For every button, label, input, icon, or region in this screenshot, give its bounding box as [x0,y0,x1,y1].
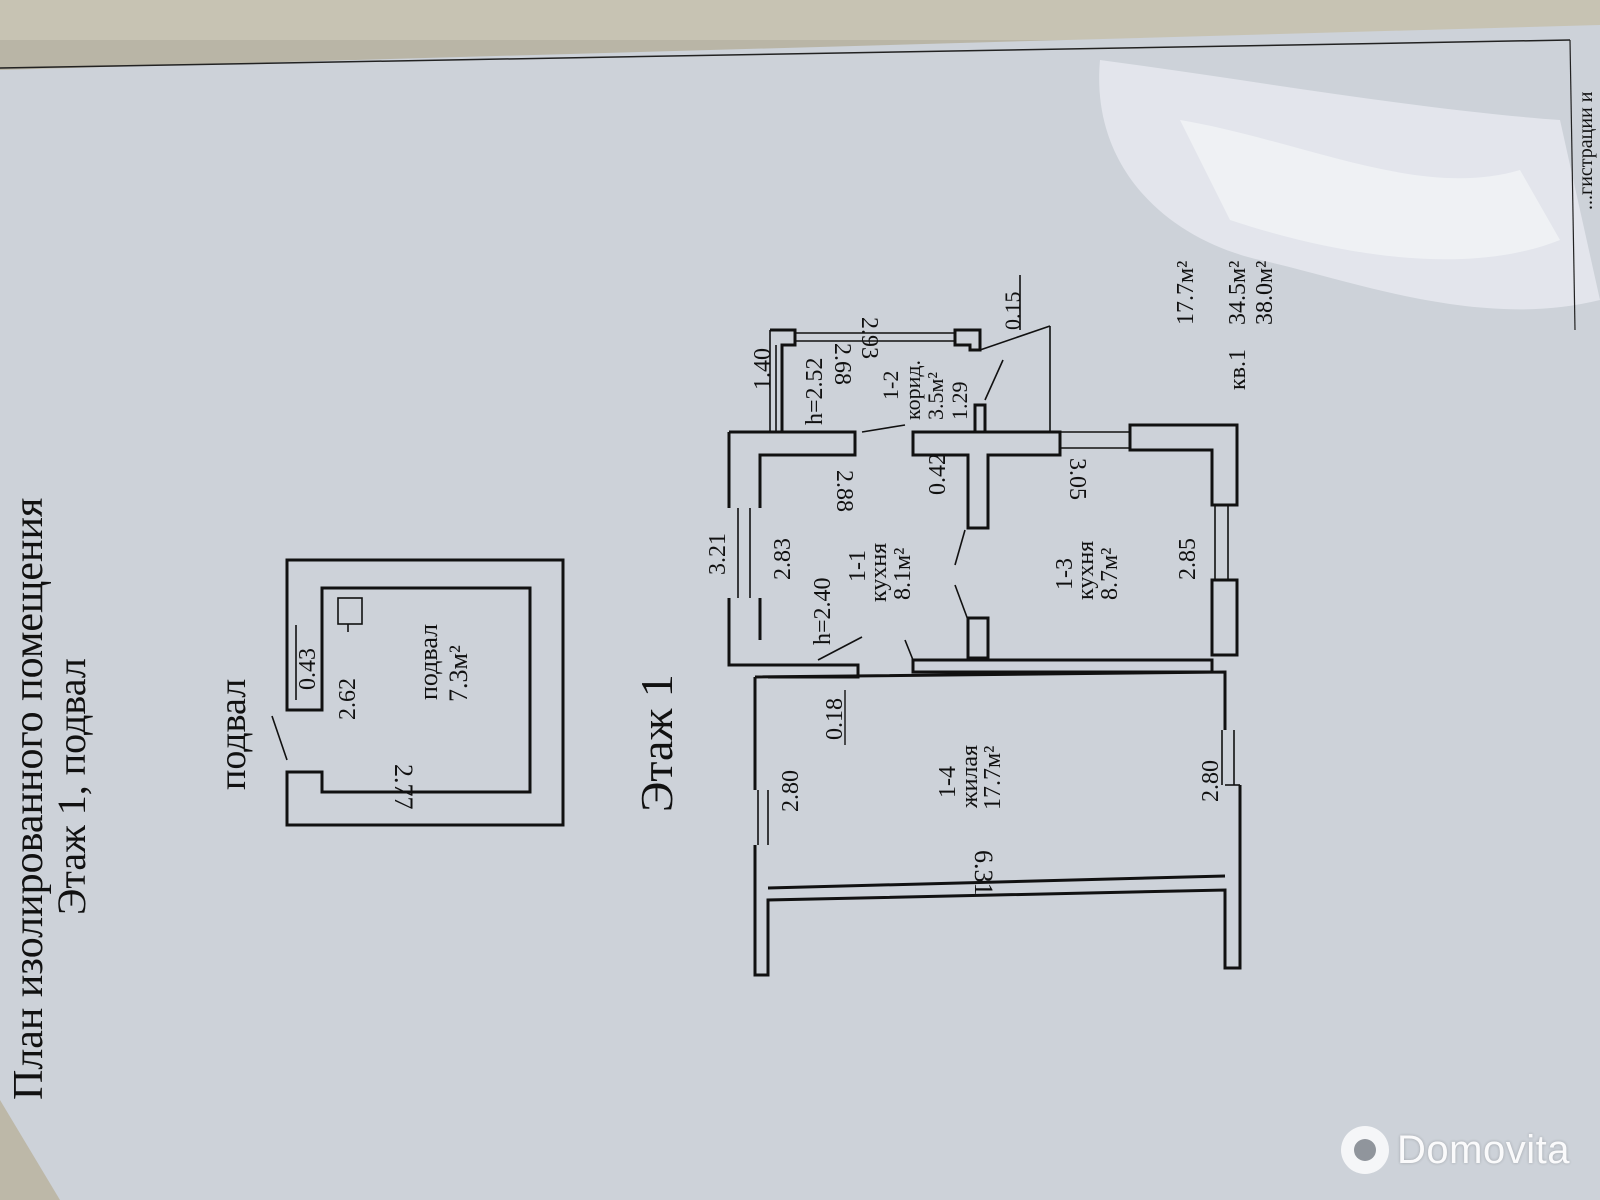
room-1-4-area: 17.7м² [980,746,1006,810]
summary-living-area: 17.7м² [1173,261,1199,325]
room-1-1-area: 8.1м² [890,548,916,600]
room-1-1-name: кухня [866,543,892,602]
basement-walls [285,558,565,827]
dim-0-42: 0.42 [925,453,951,495]
wall-corridor-left [770,328,797,432]
basement-heading: подвал [212,679,254,790]
dim-0-15: 0.15 [1000,292,1025,331]
watermark: Domovita [1341,1122,1570,1178]
dim-3-05: 3.05 [1064,458,1090,500]
basement-hatch-icon [337,597,363,625]
dim-2-85: 2.85 [1175,538,1201,580]
dim-2-83: 2.83 [770,538,796,580]
sheet-top-border [0,39,1571,69]
dim-2-88: 2.88 [831,470,857,512]
dim-6-31: 6.31 [969,850,998,896]
room-1-4-name: жилая [957,745,983,809]
room-1-2-area: 3.5м² [923,372,948,420]
door-swing-entry [984,359,1004,401]
dim-0-18: 0.18 [822,698,848,740]
basement-dim-length: 2.77 [389,764,418,810]
dim-h-2-40: h=2.40 [810,577,836,645]
basement-room-area: 7.3м² [444,645,473,702]
summary-total-2: 38.0м² [1252,261,1278,325]
room-1-2-id: 1-2 [878,371,903,400]
wall-kitchen3-top [1128,423,1239,507]
watermark-text: Domovita [1397,1127,1570,1172]
dim-3-21: 3.21 [705,533,731,575]
side-note: ...гистрации и [1575,91,1597,210]
dim-1-40: 1.40 [750,348,776,390]
dim-h-2-52: h=2.52 [802,357,828,425]
floor-heading: Этаж 1 [631,674,682,812]
sheet-right-border [1569,39,1576,331]
basement-room-name: подвал [414,624,443,700]
wall-top-left [729,430,857,508]
room-1-1-id: 1-1 [845,550,871,582]
wall-kitchen3-living [911,658,1214,674]
basement-dim-small: 0.43 [295,648,321,690]
wall-living-top [754,670,1227,730]
door-swing-corridor [861,424,906,433]
dim-2-68: 2.68 [829,343,855,385]
room-1-4-id: 1-4 [935,766,961,798]
door-swing-kitchen3b [954,584,969,621]
dim-2-93: 2.93 [856,317,882,359]
room-1-3-name: кухня [1073,541,1099,600]
door-swing-kitchen [817,636,863,661]
dim-1-29: 1.29 [947,382,972,421]
room-1-3-area: 8.7м² [1097,548,1123,600]
basement-door-swing [271,715,288,761]
plan-subtitle: Этаж 1, подвал [49,658,94,915]
plan-title: План изолированного помещения [6,498,52,1100]
basement-dim-width: 2.62 [335,678,361,720]
wall-living-bottom [753,785,1242,977]
dim-2-80-left: 2.80 [778,770,804,812]
wall-corridor-kitchen3 [911,430,1062,530]
summary-total-1: 34.5м² [1225,261,1251,325]
basement-plan [271,558,565,827]
door-swing-kitchen3a [954,529,966,566]
watermark-logo-icon [1341,1126,1390,1174]
room-1-3-id: 1-3 [1052,558,1078,590]
floor1-plan [727,275,1242,977]
dim-2-80-right: 2.80 [1198,760,1224,802]
wall-stub [966,616,990,660]
summary-apt-label: кв.1 [1225,349,1251,390]
room-1-2-name: корид. [900,360,925,420]
